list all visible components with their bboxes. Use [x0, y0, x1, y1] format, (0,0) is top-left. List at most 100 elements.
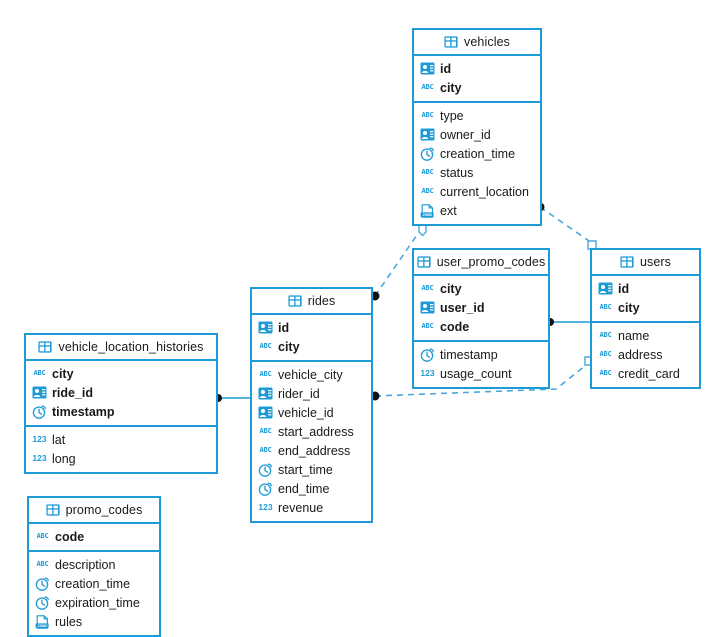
- abc-icon: ABC: [36, 560, 49, 568]
- field-row[interactable]: ABC name: [592, 326, 699, 345]
- json-file-icon: JSON: [35, 614, 50, 629]
- field-row[interactable]: ABC city: [414, 78, 540, 97]
- table-icon: [417, 256, 431, 268]
- field-row[interactable]: creation_time: [414, 144, 540, 163]
- field-label: id: [440, 61, 452, 76]
- table-header[interactable]: rides: [252, 289, 371, 315]
- field-row[interactable]: ABC type: [414, 106, 540, 125]
- table-header[interactable]: vehicle_location_histories: [26, 335, 216, 361]
- field-label: name: [618, 328, 650, 343]
- field-row[interactable]: id: [592, 279, 699, 298]
- id-card-icon: [258, 321, 273, 334]
- field-row[interactable]: owner_id: [414, 125, 540, 144]
- field-label: type: [440, 108, 464, 123]
- abc-icon: ABC: [421, 111, 434, 119]
- abc-icon: ABC: [421, 322, 434, 330]
- field-row[interactable]: ride_id: [26, 383, 216, 402]
- table-header[interactable]: users: [592, 250, 699, 276]
- abc-icon: ABC: [599, 350, 612, 358]
- table-header[interactable]: promo_codes: [29, 498, 159, 524]
- field-row[interactable]: end_time: [252, 479, 371, 498]
- field-label: owner_id: [440, 127, 491, 142]
- field-row[interactable]: JSON rules: [29, 612, 159, 631]
- field-label: lat: [52, 432, 66, 447]
- field-row[interactable]: timestamp: [414, 345, 548, 364]
- field-row[interactable]: start_time: [252, 460, 371, 479]
- id-card-icon: [420, 301, 435, 314]
- field-label: city: [278, 339, 300, 354]
- field-row[interactable]: vehicle_id: [252, 403, 371, 422]
- clock-icon: [258, 463, 273, 477]
- field-label: creation_time: [440, 146, 516, 161]
- clock-icon: [420, 348, 435, 362]
- field-label: rules: [55, 614, 83, 629]
- field-row[interactable]: timestamp: [26, 402, 216, 421]
- abc-icon: ABC: [421, 284, 434, 292]
- field-label: id: [278, 320, 290, 335]
- field-label: end_time: [278, 481, 330, 496]
- table-name: vehicles: [464, 35, 510, 49]
- field-label: current_location: [440, 184, 529, 199]
- field-row[interactable]: user_id: [414, 298, 548, 317]
- field-label: user_id: [440, 300, 485, 315]
- field-row[interactable]: expiration_time: [29, 593, 159, 612]
- svg-text:JSON: JSON: [422, 212, 432, 217]
- abc-icon: ABC: [421, 168, 434, 176]
- field-label: city: [440, 80, 462, 95]
- field-label: credit_card: [618, 366, 680, 381]
- table-icon: [38, 341, 53, 353]
- field-label: long: [52, 451, 76, 466]
- field-row[interactable]: id: [414, 59, 540, 78]
- svg-text:JSON: JSON: [37, 623, 47, 628]
- table-header[interactable]: vehicles: [414, 30, 540, 56]
- id-card-icon: [420, 62, 435, 75]
- clock-icon: [35, 577, 50, 591]
- json-file-icon: JSON: [420, 203, 435, 218]
- abc-icon: ABC: [259, 427, 272, 435]
- abc-icon: ABC: [259, 342, 272, 350]
- table-icon: [45, 504, 60, 516]
- table-header[interactable]: user_promo_codes: [414, 250, 548, 276]
- field-label: usage_count: [440, 366, 512, 381]
- id-card-icon: [420, 128, 435, 141]
- field-row[interactable]: creation_time: [29, 574, 159, 593]
- abc-icon: ABC: [421, 83, 434, 91]
- abc-icon: ABC: [599, 331, 612, 339]
- field-label: rider_id: [278, 386, 320, 401]
- field-row[interactable]: id: [252, 318, 371, 337]
- field-label: vehicle_id: [278, 405, 334, 420]
- field-row[interactable]: rider_id: [252, 384, 371, 403]
- field-row[interactable]: ABC city: [252, 337, 371, 356]
